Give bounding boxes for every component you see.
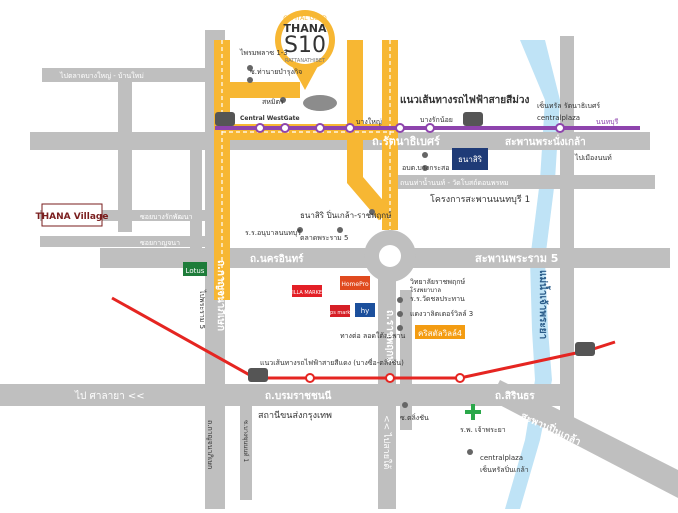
kanchanapisek-south: ถ.กาญจนาภิเษก — [206, 420, 214, 469]
sirindhorn-road: ถ.สิรินธร — [495, 390, 535, 402]
soi-bang-rak: ซอยบางรักพัฒนา — [140, 213, 193, 221]
chao-phraya-river-label: แม่น้ำเจ้าพระยา — [537, 270, 551, 339]
hospital-icon — [465, 404, 481, 420]
lotus-badge — [183, 262, 207, 276]
soi-kannu: ซอยกาญจนา — [140, 239, 180, 247]
to-mueang-yai: ไปตลาดบางใหญ่ - บ้านใหม่ — [59, 71, 144, 80]
sor-sor: ร.ร.อนุบาลนนทบุรี — [245, 229, 301, 237]
central-plaza-2: centralplaza — [480, 454, 523, 462]
chao-phraya-river — [505, 40, 560, 509]
thanasiri-badge-text: ธนาสิริ — [458, 155, 483, 164]
purple-line-stations — [255, 123, 565, 133]
hy-market: hy — [361, 307, 370, 315]
red-line-stations — [305, 373, 465, 383]
purple-line-road-label: บางรักน้อย — [420, 116, 453, 124]
rama3-top: ไพรมพลาซ 1-3 — [239, 48, 288, 57]
purple-line-title: แนวเส้นทางรถไฟฟ้าสายสีม่วง — [400, 93, 529, 106]
the-crystal2: คริสตัลวิลล์4 — [418, 328, 462, 338]
to-rama5: ไปพระราม 5 — [198, 289, 207, 329]
soi-tha-phra: ซ.ตลิ่งชัน — [400, 413, 429, 422]
logo-number: S10 — [284, 33, 326, 58]
homepro: HomePro — [341, 281, 369, 288]
villa-market: VILLA MARKET — [289, 290, 326, 296]
thanasiri-badge — [452, 148, 488, 170]
the-crystal: แดงวาลิตเตอร์วิลล์ 3 — [410, 310, 473, 318]
central-westgate: Central WestGate — [240, 115, 300, 122]
homepro-badge — [340, 276, 370, 290]
central-rattanathibet: เซ็นทรัล รัตนาธิเบศร์ — [537, 101, 600, 110]
red-line-label: แนวเส้นทางรถไฟฟ้าสายสีแดง (บางซื่อ-ตลิ่ง… — [260, 358, 404, 367]
nonthaburi-kanchana: ถนนท่าน้ำนนท์ - วัดโบสถ์ดอนพรหม — [400, 176, 509, 187]
to-salaya: ไป ศาลายา << — [74, 390, 145, 402]
tops-badge — [330, 305, 350, 317]
bangyai-station: บางใหญ่ — [356, 117, 382, 126]
sahamit: สหมิตร — [262, 98, 284, 106]
train-icon — [215, 112, 595, 382]
nonthaburi-station: นนทบุรี — [596, 118, 619, 126]
landmark-dots — [247, 65, 473, 455]
to-talingchan: << ไปสายใต้ — [381, 415, 392, 469]
tops-market: Tops market — [324, 310, 355, 316]
tesco-lotus: Lotus — [186, 267, 205, 275]
rama4-road: ถ.ราชพฤกษ์ — [384, 310, 396, 363]
rama5-bridge: สะพานพระราม 5 — [475, 252, 558, 265]
hospital-label: ร.พ. เจ้าพระยา — [460, 426, 506, 434]
bangkok-noi: ซ.บางขุนนนท์ 1 — [242, 420, 250, 462]
central-pinklao: เซ็นทรัลปิ่นเกล้า — [480, 465, 529, 474]
kanchanapisek-road: ถ.กาญจนาภิเษก — [215, 260, 227, 331]
hy-badge — [355, 303, 375, 317]
logo-small: CAPITAL GOLD — [283, 15, 327, 22]
village-logo-box — [41, 203, 103, 227]
thanasiri-village-label: ธนาสิริ ปิ่นเกล้า-ราชพฤกษ์ — [300, 209, 392, 220]
logo-sub: RATTANATHIBET — [285, 58, 326, 64]
wat-cholaphrathan: ร.ร.วัดชลประทาน — [410, 295, 465, 303]
nonthaburi-project-1: โครงการสะพานนนทบุรี 1 — [430, 194, 530, 205]
central-plaza-1: centralplaza — [537, 114, 580, 122]
cityhall-road: ซ.ท่านายบำรุงกิจ — [250, 68, 302, 76]
bangkok-hospital: อบต.บางกระสอ — [402, 164, 449, 172]
village-logo: THANA Village — [36, 212, 109, 222]
villa-market-badge — [292, 285, 322, 297]
logo-main: THANA — [284, 22, 327, 35]
kasemrad: โรงพยาบาล — [410, 286, 441, 294]
phra-nang-klao-bridge: สะพานพระนั่งเกล้า — [505, 134, 586, 148]
borommaratchachonnani-road: ถ.บรมราชชนนี — [265, 390, 332, 402]
to-muang: ไปเมืองนนท์ — [574, 153, 612, 162]
talad-sorn: ตลาดพระราม 5 — [300, 234, 348, 242]
rattanathibet-road: ถ.รัตนาธิเบศร์ — [372, 135, 440, 148]
crystal-badge — [415, 325, 465, 339]
sathani-sanam-luang: สถานีขนส่งกรุงเทพ — [258, 410, 332, 421]
nakhon-in-road: ถ.นครอินทร์ — [250, 253, 304, 265]
project-marker — [275, 10, 337, 111]
highway-link: ทางต่อ ลอดใต้สะพาน — [340, 331, 406, 340]
vihara: วิทยาลัยราชพฤกษ์ — [410, 278, 466, 286]
gray-road-network — [0, 30, 678, 509]
